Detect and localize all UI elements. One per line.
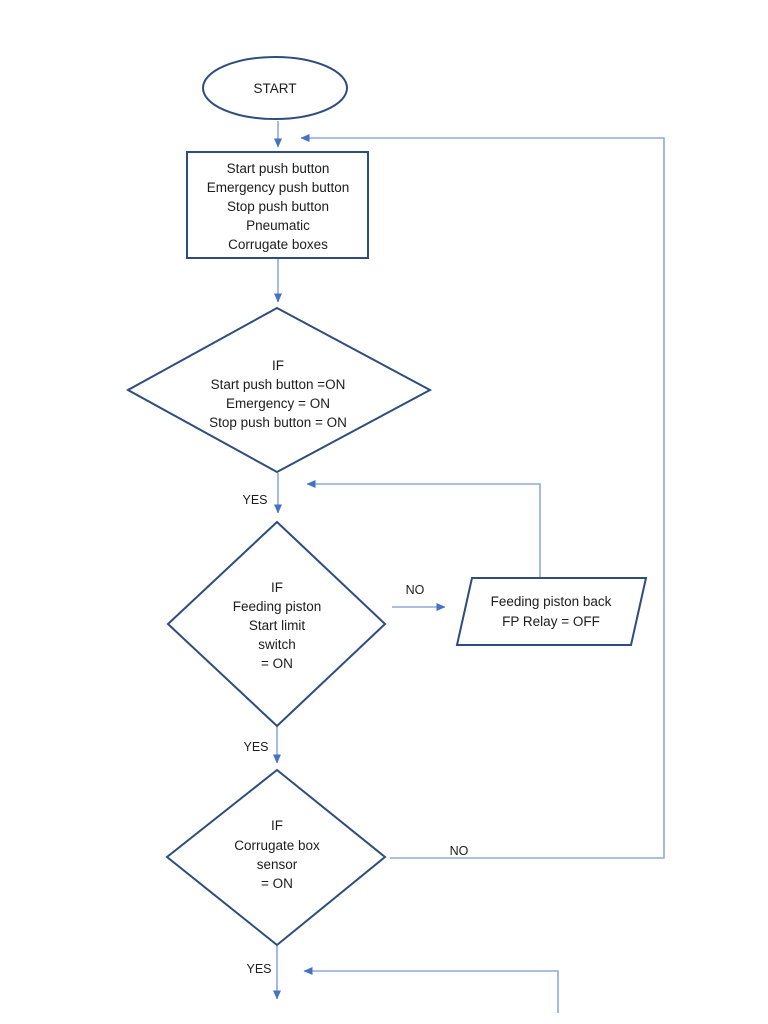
decision-feeding-line-2: Feeding piston — [233, 599, 322, 614]
decision-start-label: IF Start push button =ON Emergency = ON … — [209, 358, 347, 430]
edge-label-yes-2: YES — [243, 740, 268, 754]
inputs-line-1: Start push button — [227, 161, 330, 176]
decision-corrugate-label: IF Corrugate box sensor = ON — [234, 818, 320, 891]
start-label: START — [253, 81, 296, 96]
edge-label-yes-3: YES — [246, 962, 271, 976]
inputs-line-4: Pneumatic — [246, 218, 310, 233]
decision-start-line-4: Stop push button = ON — [209, 415, 347, 430]
decision-feeding-line-3: Start limit — [249, 618, 306, 633]
decision-corrugate-shape — [165, 768, 387, 947]
decision-start-line-1: IF — [272, 358, 284, 373]
decision-corrugate-line-1: IF — [271, 818, 283, 833]
edge-label-yes-1: YES — [242, 493, 267, 507]
edge-labels: YES NO YES NO YES — [242, 493, 468, 976]
decision-start-line-2: Start push button =ON — [211, 377, 346, 392]
shapes — [125, 56, 648, 947]
decision-corrugate-line-4: = ON — [261, 876, 293, 891]
decision-corrugate-line-2: Corrugate box — [234, 838, 320, 853]
edge-loop-corrugate-no-to-top — [300, 134, 665, 859]
inputs-process-shape — [186, 151, 369, 259]
connectors — [273, 121, 665, 1013]
decision-corrugate-line-3: sensor — [257, 857, 298, 872]
feeding-piston-back-line-2: FP Relay = OFF — [502, 614, 600, 629]
decision-feeding-shape — [166, 520, 387, 728]
inputs-label: Start push button Emergency push button … — [207, 161, 350, 252]
edge-label-no-1: NO — [406, 583, 425, 597]
feeding-piston-back-line-1: Feeding piston back — [491, 594, 612, 609]
inputs-line-3: Stop push button — [227, 199, 329, 214]
edge-label-no-2: NO — [450, 844, 469, 858]
decision-feeding-line-5: = ON — [261, 656, 293, 671]
decision-feeding-label: IF Feeding piston Start limit switch = O… — [233, 580, 322, 671]
feeding-piston-back-label: Feeding piston back FP Relay = OFF — [491, 594, 612, 629]
edge-loop-bottom-return — [303, 967, 559, 1013]
inputs-line-5: Corrugate boxes — [228, 237, 328, 252]
inputs-line-2: Emergency push button — [207, 180, 350, 195]
start-terminator-shape — [202, 56, 348, 120]
feeding-piston-back-shape — [455, 577, 648, 646]
decision-feeding-line-4: switch — [258, 637, 296, 652]
decision-feeding-line-1: IF — [271, 580, 283, 595]
decision-start-shape — [125, 306, 433, 474]
decision-start-line-3: Emergency = ON — [226, 396, 330, 411]
node-labels: START Start push button Emergency push b… — [207, 81, 612, 891]
edge-loop-feeding-back-to-decision — [306, 480, 541, 578]
